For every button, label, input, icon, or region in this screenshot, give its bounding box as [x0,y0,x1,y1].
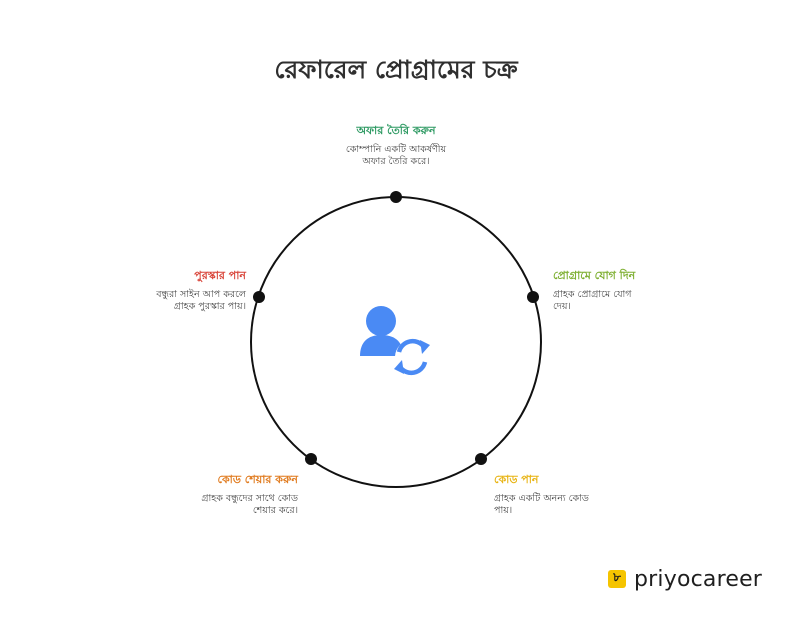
brand-logo: ৮ [608,570,626,588]
step-offer-desc-line2: অফার তৈরি করে। [362,156,430,167]
diagram-title: রেফারেল প্রোগ্রামের চক্র [274,55,518,84]
step-offer: অফার তৈরি করুন কোম্পানি একটি আকর্ষণীয় অ… [296,124,496,168]
step-offer-desc-line1: কোম্পানি একটি আকর্ষণীয় [345,144,447,155]
step-share-code-title: কোড শেয়ার করুন [217,473,299,486]
step-get-code-desc-line1: গ্রাহক একটি অনন্য কোড [494,493,589,504]
step-offer-title: অফার তৈরি করুন [356,124,436,137]
step-share-code-desc: গ্রাহক বন্ধুদের সাথে কোড শেয়ার করে। [118,493,298,517]
step-share-code-desc-line2: শেয়ার করে। [252,505,298,516]
brand-watermark: ৮ priyocareer [608,566,762,592]
step-share-code: কোড শেয়ার করুন গ্রাহক বন্ধুদের সাথে কোড… [118,473,298,517]
user-refresh-icon [360,306,430,376]
step-join-desc-line1: গ্রাহক প্রোগ্রামে যোগ [553,289,632,300]
step-join: প্রোগ্রামে যোগ দিন গ্রাহক প্রোগ্রামে যোগ… [553,269,733,313]
step-get-code-desc: গ্রাহক একটি অনন্য কোড পায়। [494,493,674,517]
step-reward: পুরস্কার পান বন্ধুরা সাইন আপ করলে গ্রাহক… [66,269,246,313]
brand-name: priyocareer [634,566,763,592]
cycle-node-reward [253,291,265,303]
step-get-code-desc-line2: পায়। [494,505,513,516]
step-reward-desc: বন্ধুরা সাইন আপ করলে গ্রাহক পুরস্কার পায… [66,289,246,313]
step-reward-title: পুরস্কার পান [194,269,246,282]
step-share-code-desc-line1: গ্রাহক বন্ধুদের সাথে কোড [201,493,298,504]
cycle-node-share-code [305,453,317,465]
cycle-node-join [527,291,539,303]
step-offer-desc: কোম্পানি একটি আকর্ষণীয় অফার তৈরি করে। [296,144,496,168]
step-get-code: কোড পান গ্রাহক একটি অনন্য কোড পায়। [494,473,674,517]
step-join-title: প্রোগ্রামে যোগ দিন [553,269,636,282]
step-join-desc-line2: দেয়। [553,301,571,312]
step-reward-desc-line2: গ্রাহক পুরস্কার পায়। [173,301,246,312]
cycle-node-get-code [475,453,487,465]
cycle-node-offer [390,191,402,203]
step-get-code-title: কোড পান [494,473,539,486]
step-join-desc: গ্রাহক প্রোগ্রামে যোগ দেয়। [553,289,733,313]
step-reward-desc-line1: বন্ধুরা সাইন আপ করলে [156,289,246,300]
